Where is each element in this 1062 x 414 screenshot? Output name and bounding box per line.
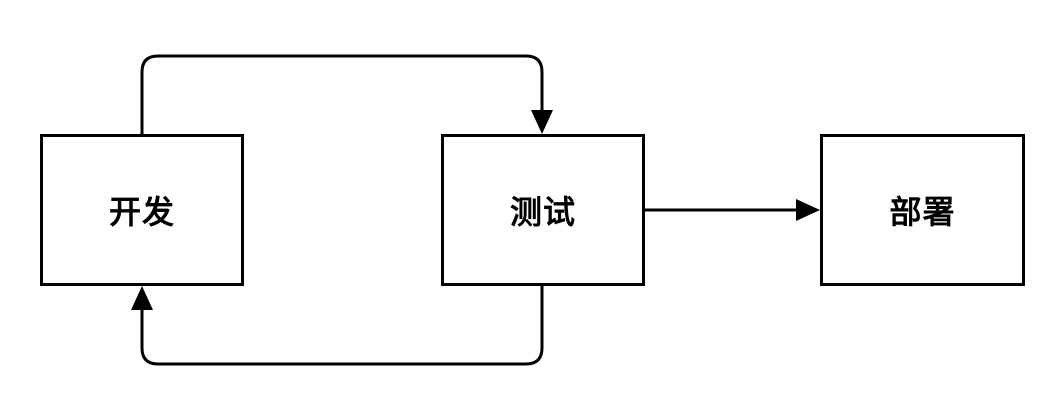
arrowhead-into-dev-icon: [131, 286, 153, 310]
arrowhead-into-test-icon: [531, 110, 553, 134]
edge-dev-to-test: [140, 54, 544, 134]
node-deploy: 部署: [820, 134, 1025, 286]
edge-test-to-dev: [140, 286, 544, 366]
node-test: 测试: [441, 134, 645, 286]
node-dev: 开发: [40, 134, 244, 286]
node-test-label: 测试: [509, 193, 576, 231]
node-deploy-label: 部署: [889, 193, 956, 231]
node-dev-label: 开发: [108, 193, 175, 231]
arrowhead-into-deploy-icon: [796, 199, 820, 221]
